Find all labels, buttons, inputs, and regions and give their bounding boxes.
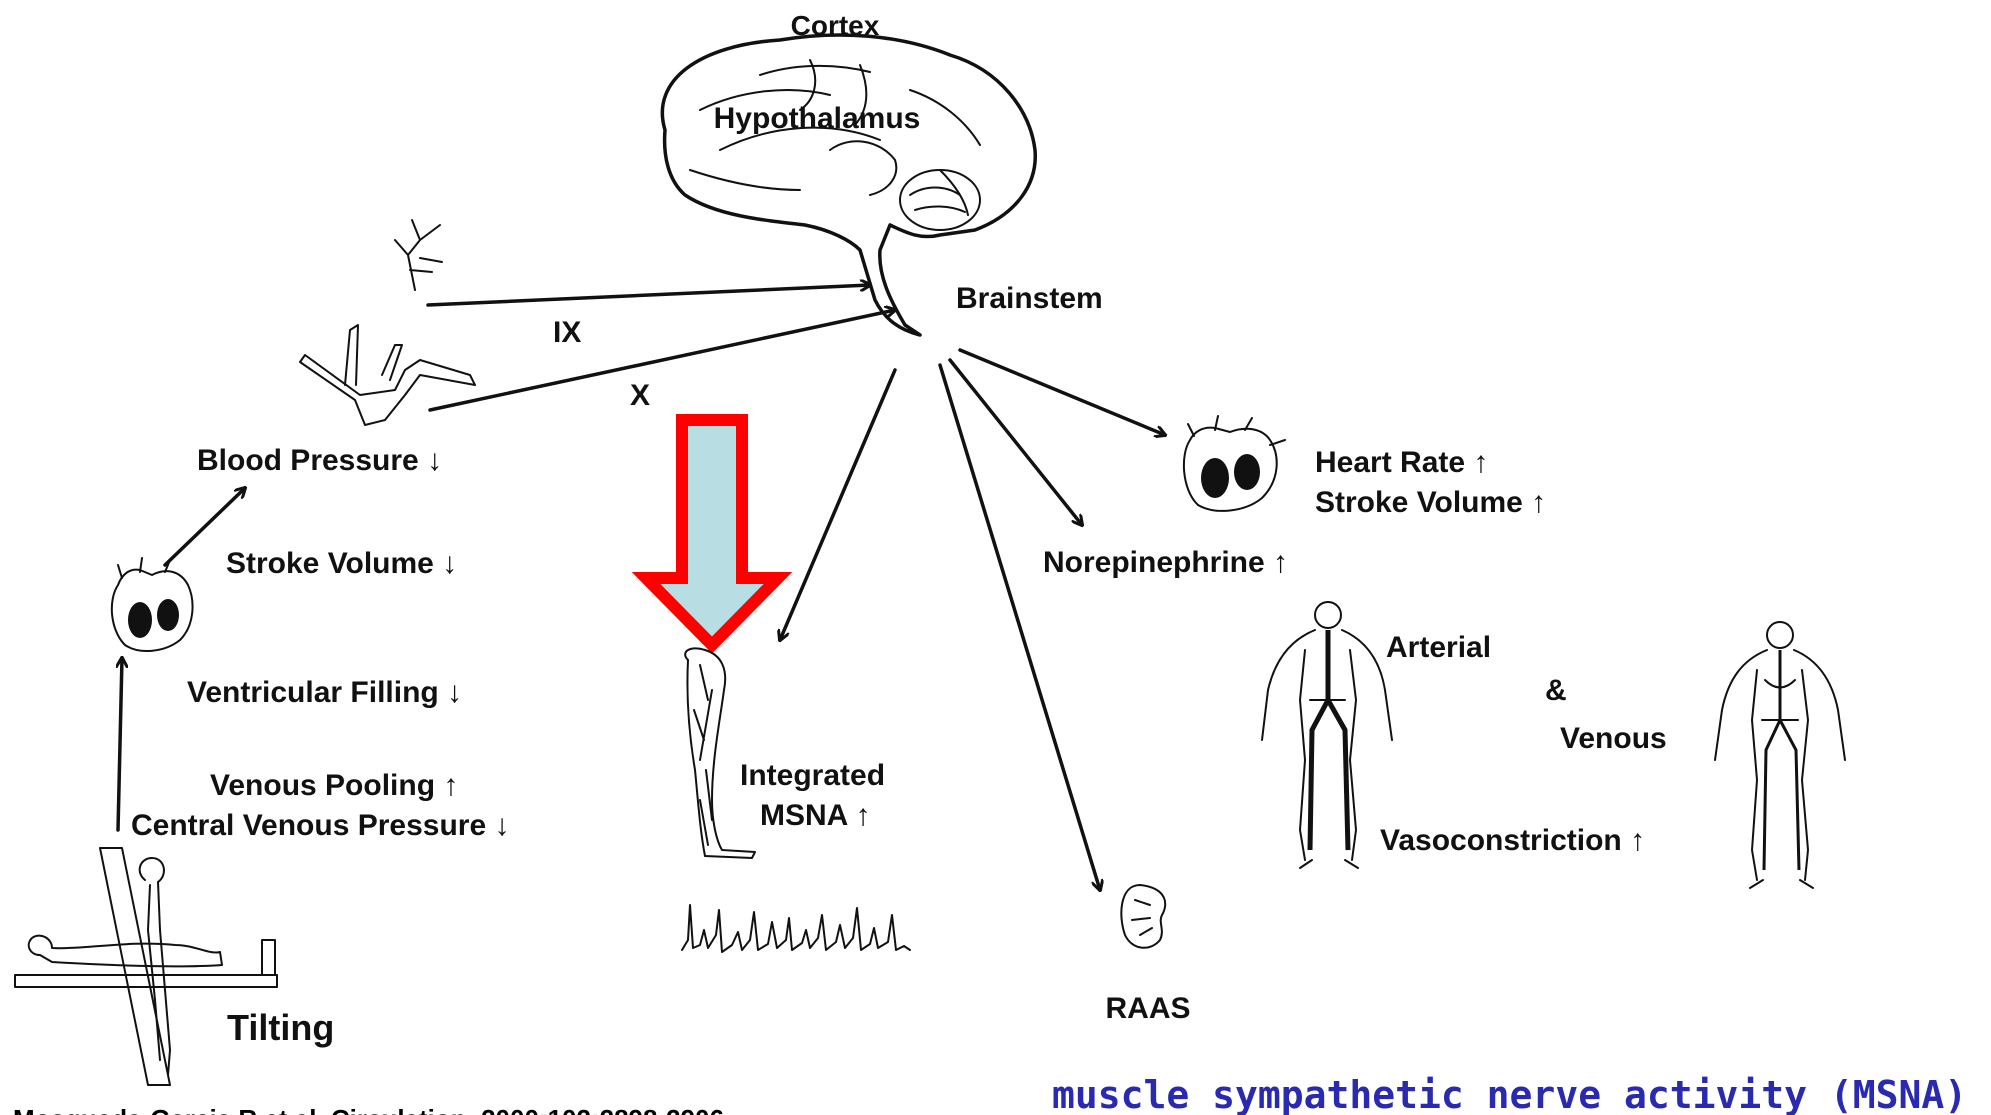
- venous-pooling-label: Venous Pooling ↑: [210, 769, 458, 802]
- norepinephrine-label: Norepinephrine ↑: [1043, 546, 1288, 579]
- aortic-arch-icon: [300, 325, 475, 425]
- arrow-to-heart: [960, 350, 1165, 435]
- ventricular-filling-label: Ventricular Filling ↓: [187, 676, 462, 709]
- citation: Mosqueda-Garcia R et al, Circulation, 20…: [13, 1104, 724, 1115]
- arrow-to-leg: [780, 370, 895, 640]
- body-arterial-icon: [1262, 602, 1392, 868]
- tilting-label: Tilting: [227, 1007, 334, 1048]
- venous-label: Venous: [1560, 722, 1667, 755]
- brainstem-label: Brainstem: [956, 282, 1103, 315]
- ampersand-label: &: [1545, 674, 1567, 707]
- arterial-label: Arterial: [1386, 631, 1491, 664]
- stroke-volume-up-label: Stroke Volume ↑: [1315, 486, 1546, 519]
- carotid-sinus-icon: [395, 220, 442, 290]
- msna-label: MSNA ↑: [760, 799, 871, 832]
- blood-pressure-label: Blood Pressure ↓: [197, 444, 442, 477]
- arrow-to-norepinephrine: [950, 360, 1082, 525]
- raas-label: RAAS: [1105, 992, 1190, 1025]
- heart-icon: [112, 558, 193, 651]
- msna-trace-icon: [682, 905, 910, 952]
- msna-footnote: muscle sympathetic nerve activity (MSNA): [1052, 1073, 1967, 1115]
- hypothalamus-label: Hypothalamus: [714, 102, 921, 135]
- nerve-ix-arrow: [428, 285, 870, 305]
- heart-icon: [1184, 416, 1285, 511]
- central-venous-pressure-label: Central Venous Pressure ↓: [131, 809, 510, 842]
- nerve-ix-label: IX: [553, 316, 581, 349]
- heart-rate-label: Heart Rate ↑: [1315, 446, 1488, 479]
- kidney-icon: [1121, 885, 1165, 948]
- stroke-volume-down-label: Stroke Volume ↓: [226, 547, 457, 580]
- nerve-x-arrow: [430, 310, 895, 410]
- vasoconstriction-label: Vasoconstriction ↑: [1380, 824, 1645, 857]
- arrow-tilt-to-heart: [118, 658, 122, 830]
- nerve-x-label: X: [630, 379, 650, 412]
- leg-icon: [685, 648, 755, 858]
- highlight-down-arrow: [646, 420, 778, 645]
- cortex-label: Cortex: [791, 10, 880, 41]
- tilt-table-icon: [15, 848, 277, 1085]
- body-venous-icon: [1715, 622, 1845, 888]
- arrow-to-kidney: [940, 365, 1100, 890]
- integrated-label: Integrated: [740, 759, 885, 792]
